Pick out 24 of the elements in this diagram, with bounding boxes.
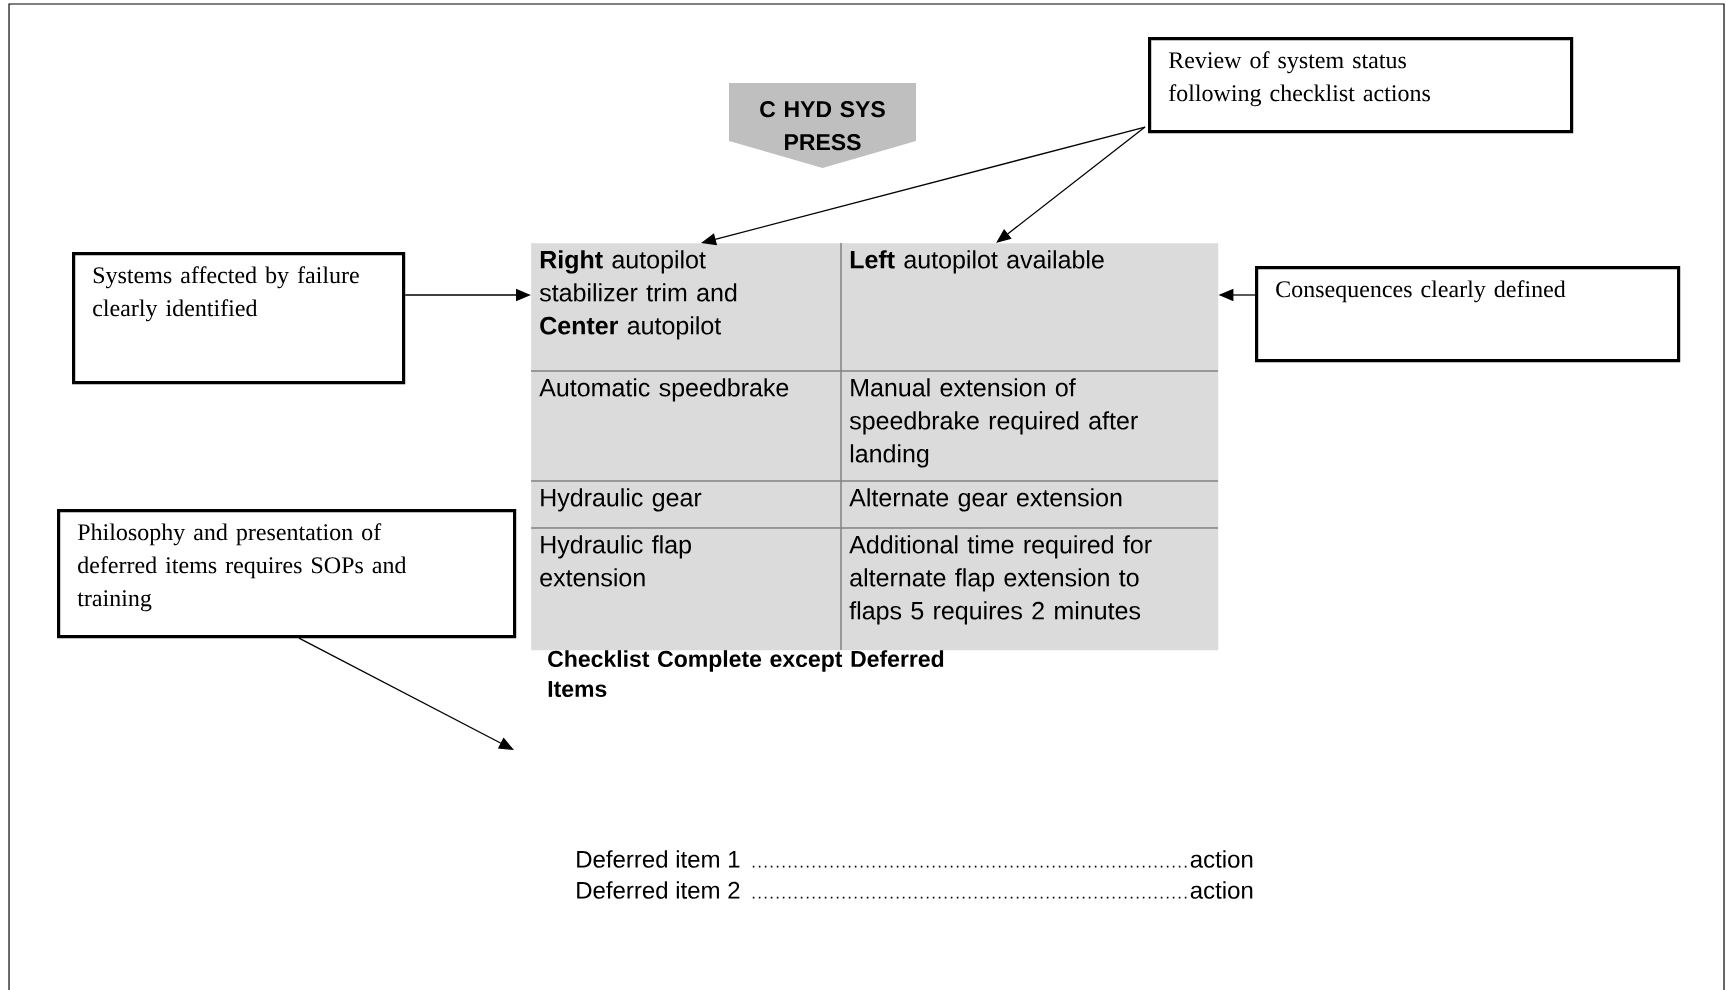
- node-label: Left autopilot available: [850, 250, 1104, 274]
- node-label: Automatic speedbrake: [539, 378, 789, 402]
- node-label: Alternate gear extension: [849, 488, 1122, 512]
- table-cell: Left autopilot available: [841, 243, 1219, 372]
- node-label: Manual extension of speedbrake required after landing: [849, 378, 1138, 468]
- heading: Checklist Complete except Deferred Items: [548, 650, 944, 698]
- callout-box: Systems affected by failure clearly identified: [72, 252, 406, 385]
- chevron-banner: C HYD SYS PRESS: [729, 83, 916, 168]
- table-cell: Right autopilot stabilizer trim and Center autopilot: [531, 243, 842, 372]
- item-label: Deferred item 1: [577, 850, 740, 868]
- arrow: [298, 637, 514, 750]
- node-label: Hydraulic flap extension: [540, 535, 691, 587]
- action-label: action: [1190, 881, 1253, 899]
- node-label: Hydraulic gear: [541, 488, 702, 512]
- action-label: action: [1190, 850, 1253, 868]
- callout-box: Review of system status following checklist actions: [1148, 37, 1574, 134]
- callout-box: Philosophy and presentation of deferred items requires SOPs and training: [57, 509, 517, 639]
- arrow: [996, 126, 1146, 243]
- node-label: Additional time required for alternate flap extension to flaps 5 requires 2 minutes: [849, 535, 1152, 625]
- table-cell: Alternate gear extension: [841, 481, 1219, 529]
- item-label: Deferred item 2: [577, 881, 740, 899]
- node-label: Right autopilot stabilizer trim and Center autopilot: [539, 250, 737, 340]
- table-cell: Hydraulic gear: [531, 481, 842, 529]
- callout-box: Consequences clearly defined: [1255, 266, 1681, 363]
